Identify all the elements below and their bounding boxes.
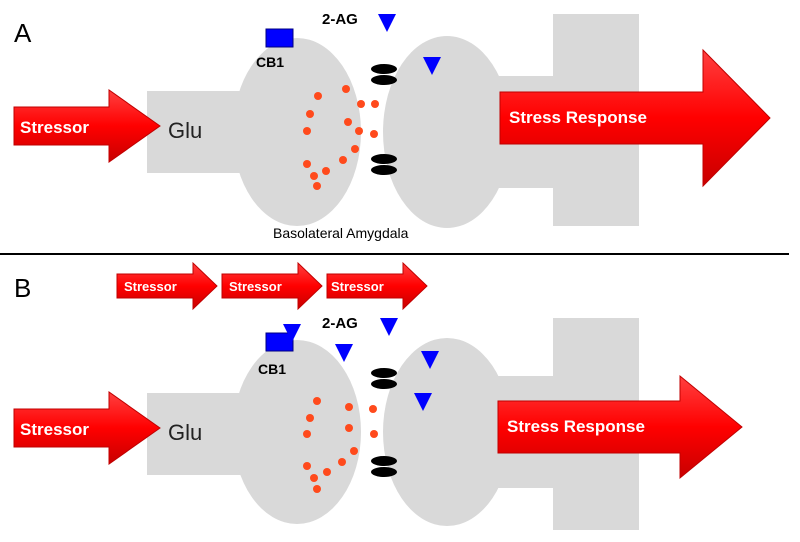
presynaptic-neuron-a bbox=[147, 38, 361, 226]
2ag-ligand-b2 bbox=[335, 344, 353, 362]
repeated-stressor-arrow-1: Stressor bbox=[116, 261, 218, 311]
glutamate-vesicles-a bbox=[303, 85, 379, 190]
2ag-ligand-a1 bbox=[378, 14, 396, 32]
2ag-ligand-b4 bbox=[414, 393, 432, 411]
panel-b: B Stressor Stressor Stressor Stres bbox=[13, 261, 743, 530]
postsynaptic-receptor-b-top bbox=[371, 368, 397, 389]
stress-response-arrow-a: Stress Response bbox=[499, 48, 771, 188]
postsynaptic-receptor-a-top bbox=[371, 64, 397, 85]
repeated-stressor-label-2: Stressor bbox=[229, 279, 282, 294]
stress-response-arrow-b: Stress Response bbox=[497, 374, 743, 480]
cb1-receptor-a bbox=[265, 28, 294, 48]
repeated-stressor-label-3: Stressor bbox=[331, 279, 384, 294]
2ag-ligand-b1 bbox=[380, 318, 398, 336]
2ag-ligand-bound-cb1 bbox=[283, 324, 301, 342]
panel-a-letter: A bbox=[14, 18, 32, 48]
panel-a: A Stressor Glu CB1 2-AG bbox=[13, 11, 771, 241]
stressor-label-b: Stressor bbox=[20, 420, 89, 439]
region-label: Basolateral Amygdala bbox=[273, 225, 409, 241]
stressor-arrow-a: Stressor bbox=[13, 89, 161, 163]
repeated-stressor-arrow-3: Stressor bbox=[326, 261, 428, 311]
stress-response-label-b: Stress Response bbox=[507, 417, 645, 436]
cb1-label-b: CB1 bbox=[258, 361, 286, 377]
presynaptic-neuron-b bbox=[147, 340, 361, 524]
2ag-ligand-b3 bbox=[421, 351, 439, 369]
2ag-label-a: 2-AG bbox=[322, 11, 358, 28]
panel-b-letter: B bbox=[14, 273, 31, 303]
2ag-ligand-a2 bbox=[423, 57, 441, 75]
glu-label-a: Glu bbox=[168, 118, 202, 143]
stressor-label-a: Stressor bbox=[20, 118, 89, 137]
cb1-receptor-b bbox=[265, 332, 294, 352]
glu-label-b: Glu bbox=[168, 420, 202, 445]
postsynaptic-receptor-a-bottom bbox=[371, 154, 397, 175]
repeated-stressor-arrow-2: Stressor bbox=[221, 261, 323, 311]
stress-response-label-a: Stress Response bbox=[509, 108, 647, 127]
2ag-label-b: 2-AG bbox=[322, 315, 358, 332]
glutamate-vesicles-b bbox=[303, 397, 378, 493]
stressor-arrow-b: Stressor bbox=[13, 391, 161, 465]
cb1-label-a: CB1 bbox=[256, 54, 284, 70]
postsynaptic-receptor-b-bottom bbox=[371, 456, 397, 477]
repeated-stressor-label-1: Stressor bbox=[124, 279, 177, 294]
